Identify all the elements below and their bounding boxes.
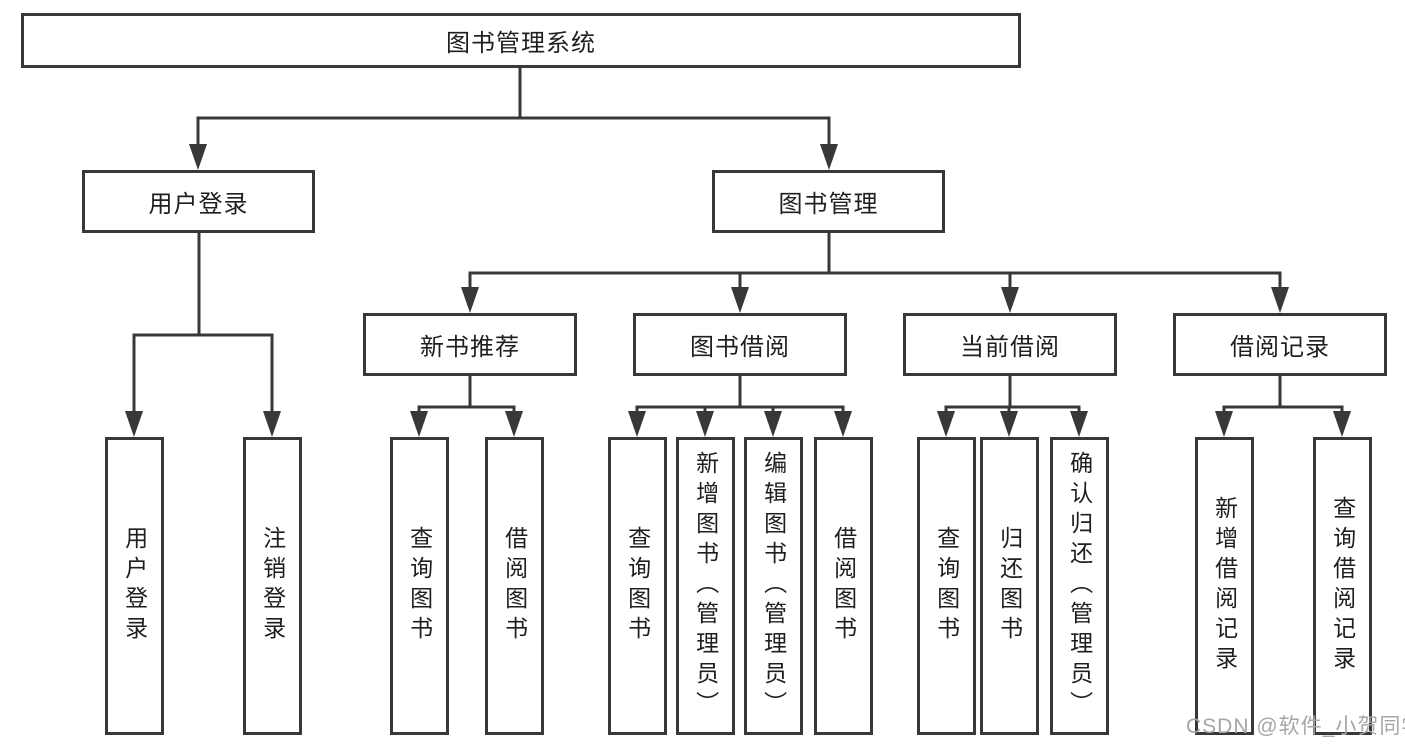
leaf-label: 归还图书 [996,526,1023,646]
node-new-book-recommend: 新书推荐 [363,313,577,376]
leaf-label: 确认归还（管理员） [1066,451,1093,721]
node-user-login-leaf: 用户登录 [105,437,164,735]
node-borrow-books: 借阅图书 [814,437,873,735]
node-query-borrow-record: 查询借阅记录 [1313,437,1372,735]
leaf-label: 编辑图书（管理员） [760,451,787,721]
leaf-label: 用户登录 [121,526,148,646]
leaf-label: 借阅图书 [501,526,528,646]
node-query-books: 查询图书 [608,437,667,735]
node-query-books: 查询图书 [390,437,449,735]
node-confirm-return-admin: 确认归还（管理员） [1050,437,1109,735]
node-library-management-system: 图书管理系统 [21,13,1021,68]
leaf-label: 查询图书 [624,526,651,646]
node-add-books-admin: 新增图书（管理员） [676,437,735,735]
leaf-label: 查询图书 [933,526,960,646]
node-current-borrowing: 当前借阅 [903,313,1117,376]
leaf-label: 注销登录 [259,526,286,646]
node-edit-books-admin: 编辑图书（管理员） [744,437,803,735]
csdn-watermark: CSDN @软件_小贺同学 [1186,715,1405,738]
leaf-label: 查询借阅记录 [1329,496,1356,676]
node-borrow-books: 借阅图书 [485,437,544,735]
node-query-books: 查询图书 [917,437,976,735]
node-add-borrow-record: 新增借阅记录 [1195,437,1254,735]
node-return-books: 归还图书 [980,437,1039,735]
node-borrowing-records: 借阅记录 [1173,313,1387,376]
node-book-management: 图书管理 [712,170,945,233]
node-logout: 注销登录 [243,437,302,735]
leaf-label: 新增图书（管理员） [692,451,719,721]
leaf-label: 查询图书 [406,526,433,646]
node-book-borrowing: 图书借阅 [633,313,847,376]
node-user-login: 用户登录 [82,170,315,233]
leaf-label: 借阅图书 [830,526,857,646]
leaf-label: 新增借阅记录 [1211,496,1238,676]
